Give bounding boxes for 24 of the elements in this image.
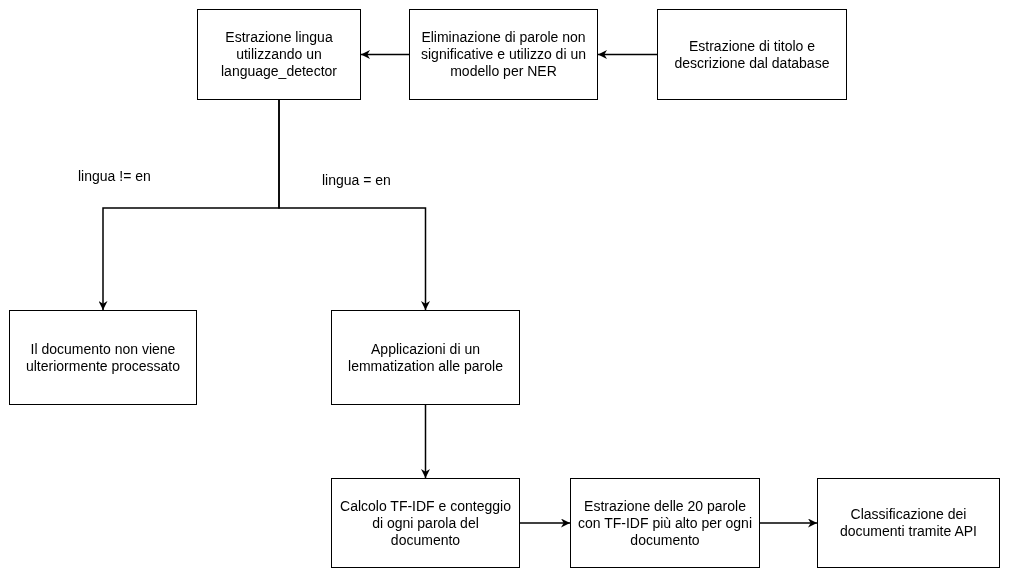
box-text: Estrazione delle 20 parole con TF-IDF più alto per ogni documento [577, 497, 753, 549]
process-box [570, 478, 760, 568]
process-box [657, 9, 847, 100]
edge-label: lingua = en [322, 172, 391, 188]
process-box [331, 310, 520, 405]
arrow [360, 50, 410, 59]
arrow [519, 518, 571, 528]
box-text: Eliminazione di parole non significative e utilizzo di un modello per NER [420, 29, 587, 80]
box-text: Il documento non viene ulteriormente processato [24, 340, 182, 375]
box-text: Calcolo TF-IDF e conteggio di ogni parola del documento [339, 497, 512, 549]
process-box [197, 9, 361, 100]
process-box [409, 9, 598, 100]
process-box [817, 478, 1000, 568]
arrow [278, 99, 430, 311]
arrow [597, 50, 658, 59]
process-box [9, 310, 197, 405]
edge-label: lingua != en [78, 168, 151, 184]
box-text: Applicazioni di un lemmatization alle parole [347, 340, 504, 375]
box-text: Estrazione di titolo e descrizione dal database [673, 37, 831, 72]
arrow [759, 518, 818, 528]
process-box [331, 478, 520, 568]
arrow [421, 404, 430, 479]
box-text: Classificazione dei documenti tramite API [839, 506, 978, 540]
box-text: Estrazione lingua utilizzando un language_detector [220, 29, 338, 80]
